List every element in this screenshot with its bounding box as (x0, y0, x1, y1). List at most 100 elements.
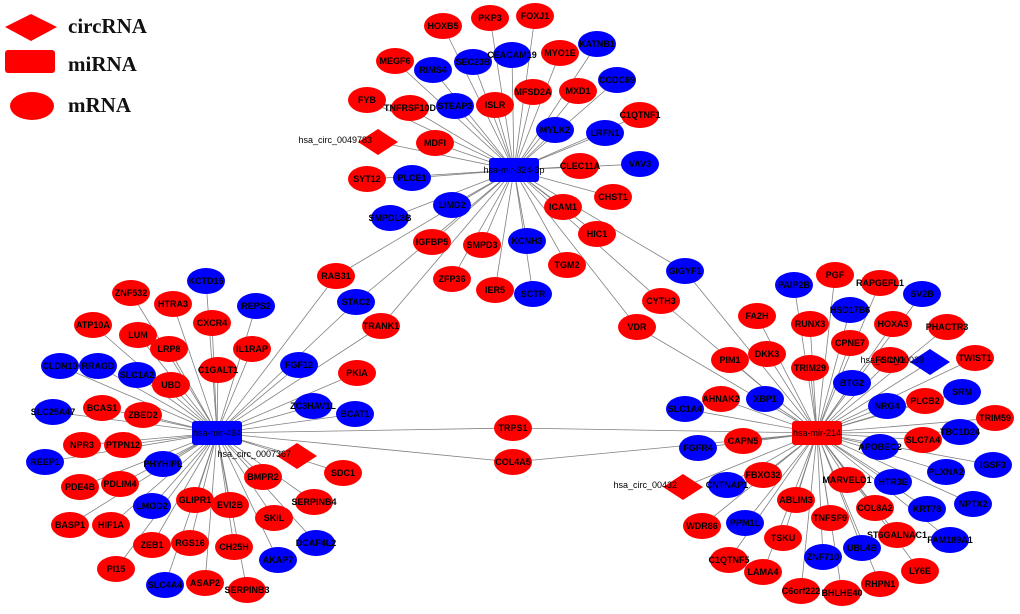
mrna-node-reps2[interactable]: REPS2 (237, 293, 275, 319)
mrna-node-slc4a4[interactable]: SLC4A4 (146, 572, 184, 598)
mrna-node-st6galnac1[interactable]: ST6GALNAC1 (867, 522, 927, 548)
mrna-node-rab31[interactable]: RAB31 (317, 263, 355, 289)
mrna-node-ptpn12[interactable]: PTPN12 (104, 432, 142, 458)
mrna-node-chst1[interactable]: CHST1 (594, 184, 632, 210)
mrna-node-npr3[interactable]: NPR3 (63, 432, 101, 458)
mrna-node-atp10a[interactable]: ATP10A (74, 312, 112, 338)
mrna-node-myo1e[interactable]: MYO1E (541, 40, 579, 66)
mrna-node-cxcr4[interactable]: CXCR4 (193, 310, 231, 336)
mrna-node-ubl4b[interactable]: UBL4B (843, 535, 881, 561)
mrna-node-c1galt1[interactable]: C1GALT1 (198, 357, 238, 383)
mrna-node-lmod2[interactable]: LMOD2 (133, 493, 171, 519)
mrna-node-ahnak2[interactable]: AHNAK2 (702, 386, 740, 412)
mrna-node-c1qtnf1[interactable]: C1QTNF1 (620, 102, 661, 128)
mrna-node-xbp1[interactable]: XBP1 (746, 386, 784, 412)
mrna-node-c6orf222[interactable]: C6orf222 (782, 578, 820, 604)
mrna-node-cpne7[interactable]: CPNE7 (831, 330, 869, 356)
mrna-node-glipr1[interactable]: GLIPR1 (176, 487, 214, 513)
mrna-node-serpinb3[interactable]: SERPINB3 (225, 577, 270, 603)
mrna-node-fgfr4[interactable]: FGFR4 (679, 435, 717, 461)
mrna-node-ccdc69[interactable]: CCDC69 (598, 67, 636, 93)
mrna-node-rgs16[interactable]: RGS16 (171, 530, 209, 556)
mrna-node-ppm1l[interactable]: PPM1L (726, 510, 764, 536)
mrna-node-vdr[interactable]: VDR (618, 314, 656, 340)
mrna-node-fscn1[interactable]: FSCN1 (871, 347, 909, 373)
mrna-node-evi2b[interactable]: EVI2B (211, 492, 249, 518)
mrna-node-srm[interactable]: SRM (943, 379, 981, 405)
mrna-node-reep1[interactable]: REEP1 (26, 449, 64, 475)
mrna-node-znf710[interactable]: ZNF710 (804, 544, 842, 570)
mirna-node-hsa-mir-214[interactable]: hsa-mir-214 (792, 421, 842, 445)
mrna-node-kcnh3[interactable]: KCNH3 (508, 228, 546, 254)
mrna-node-mdfi[interactable]: MDFI (416, 130, 454, 156)
mrna-node-sec23b[interactable]: SEC23B (454, 49, 492, 75)
mrna-node-foxj1[interactable]: FOXJ1 (516, 3, 554, 29)
mrna-node-mylk2[interactable]: MYLK2 (536, 117, 574, 143)
mrna-node-hic1[interactable]: HIC1 (578, 221, 616, 247)
mrna-node-slc1a4[interactable]: SLC1A4 (666, 396, 704, 422)
mrna-node-tbc1d24[interactable]: TBC1D24 (940, 419, 980, 445)
mrna-node-tnfrsf10d[interactable]: TNFRSF10D (384, 95, 436, 121)
mrna-node-akap7[interactable]: AKAP7 (259, 547, 297, 573)
mrna-node-htr3e[interactable]: HTR3E (874, 469, 912, 495)
circrna-node-hsa-circ-0007367[interactable]: hsa_circ_0007367 (217, 443, 317, 469)
mrna-node-bcas1[interactable]: BCAS1 (83, 395, 121, 421)
mrna-node-islr[interactable]: ISLR (476, 92, 514, 118)
mrna-node-lrp8[interactable]: LRP8 (150, 336, 188, 362)
mrna-node-rapgefl1[interactable]: RAPGEFL1 (856, 270, 904, 296)
mrna-node-cyth3[interactable]: CYTH3 (642, 288, 680, 314)
mrna-node-col8a2[interactable]: COL8A2 (856, 495, 894, 521)
mrna-node-trps1[interactable]: TRPS1 (494, 415, 532, 441)
mrna-node-slc1a2[interactable]: SLC1A2 (118, 362, 156, 388)
mrna-node-katnb1[interactable]: KATNB1 (578, 31, 616, 57)
mrna-node-megf6[interactable]: MEGF6 (376, 48, 414, 74)
mrna-node-ceacam19[interactable]: CEACAM19 (487, 42, 537, 68)
mrna-node-krt78[interactable]: KRT78 (908, 496, 946, 522)
circrna-node-hsa-circ-00432[interactable]: hsa_circ_00432 (613, 474, 703, 500)
mrna-node-asap2[interactable]: ASAP2 (186, 570, 224, 596)
mrna-node-ablim3[interactable]: ABLIM3 (777, 487, 815, 513)
circrna-node-hsa-circ-00039[interactable]: hsa_circ_00039 (860, 349, 950, 375)
mrna-node-bhlhe40[interactable]: BHLHE40 (822, 580, 863, 606)
mrna-node-slc7a4[interactable]: SLC7A4 (904, 427, 942, 453)
mrna-node-nrg4[interactable]: NRG4 (868, 393, 906, 419)
mrna-node-htra3[interactable]: HTRA3 (154, 291, 192, 317)
mrna-node-slc25a47[interactable]: SLC25A47 (31, 399, 75, 425)
mrna-node-hoxb5[interactable]: HOXB5 (424, 13, 462, 39)
circrna-node-hsa-circ-0049783[interactable]: hsa_circ_0049783 (298, 129, 398, 155)
mrna-node-skil[interactable]: SKIL (255, 505, 293, 531)
mrna-node-ly6e[interactable]: LY6E (901, 558, 939, 584)
mrna-node-zfp36[interactable]: ZFP36 (433, 266, 471, 292)
mrna-node-pim1[interactable]: PIM1 (711, 347, 749, 373)
mrna-node-rragd[interactable]: RRAGD (79, 353, 117, 379)
mrna-node-btg2[interactable]: BTG2 (833, 370, 871, 396)
mrna-node-syt12[interactable]: SYT12 (348, 166, 386, 192)
mrna-node-tgm2[interactable]: TGM2 (548, 252, 586, 278)
mrna-node-igfbp5[interactable]: IGFBP5 (413, 229, 451, 255)
mrna-node-basp1[interactable]: BASP1 (51, 512, 89, 538)
mrna-node-mxd1[interactable]: MXD1 (559, 78, 597, 104)
mrna-node-sdc1[interactable]: SDC1 (324, 460, 362, 486)
mrna-node-zbed2[interactable]: ZBED2 (124, 402, 162, 428)
mrna-node-marveld1[interactable]: MARVELD1 (822, 467, 872, 493)
mrna-node-runx3[interactable]: RUNX3 (791, 311, 829, 337)
mrna-node-paip2b[interactable]: PAIP2B (775, 272, 813, 298)
mrna-node-bcat1[interactable]: BCAT1 (336, 401, 374, 427)
mrna-node-clec11a[interactable]: CLEC11A (560, 153, 600, 179)
mrna-node-smpdl3b[interactable]: SMPDL3B (369, 205, 412, 231)
mrna-node-dkk3[interactable]: DKK3 (748, 341, 786, 367)
mrna-node-hsd17b6[interactable]: HSD17B6 (830, 297, 870, 323)
mrna-node-lama4[interactable]: LAMA4 (744, 559, 782, 585)
mrna-node-fyb[interactable]: FYB (348, 87, 386, 113)
mrna-node-cntnap1[interactable]: CNTNAP1 (706, 472, 748, 498)
mrna-node-capn5[interactable]: CAPN5 (724, 428, 762, 454)
mrna-node-pi15[interactable]: PI15 (97, 556, 135, 582)
mrna-node-zeb1[interactable]: ZEB1 (133, 532, 171, 558)
mrna-node-rhpn1[interactable]: RHPN1 (861, 571, 899, 597)
mrna-node-trank1[interactable]: TRANK1 (362, 313, 400, 339)
mrna-node-twist1[interactable]: TWIST1 (956, 345, 994, 371)
mrna-node-nptx2[interactable]: NPTX2 (954, 491, 992, 517)
mrna-node-sv2b[interactable]: SV2B (903, 281, 941, 307)
mrna-node-icam1[interactable]: ICAM1 (544, 194, 582, 220)
mrna-node-serpinb4[interactable]: SERPINB4 (292, 489, 337, 515)
